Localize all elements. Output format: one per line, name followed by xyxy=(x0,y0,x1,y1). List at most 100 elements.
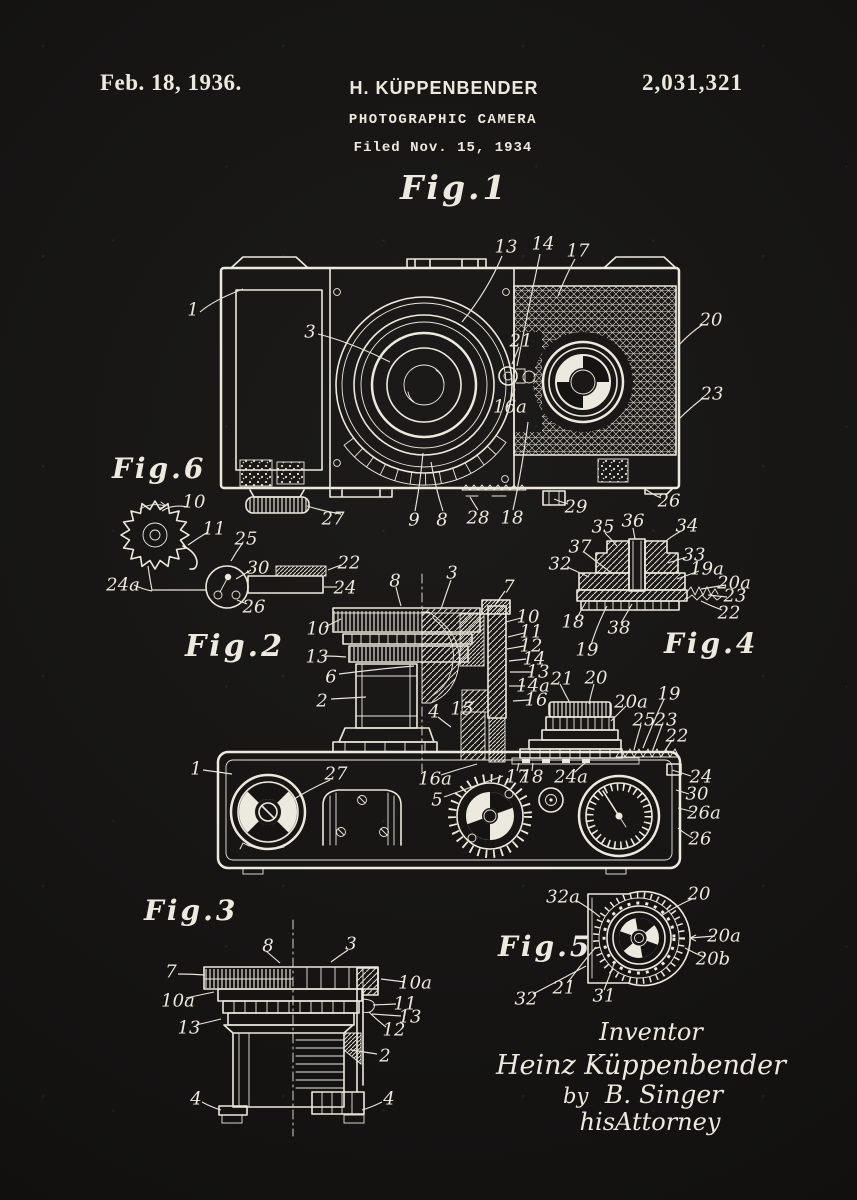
part-label-fig3-13: 13 xyxy=(398,1006,422,1028)
part-label-fig3-10a: 10a xyxy=(398,972,432,994)
part-label-fig3-7: 7 xyxy=(165,961,177,983)
part-label-fig1-21: 21 xyxy=(509,330,533,352)
fig1-drawing xyxy=(199,253,704,515)
part-label-fig3-13: 13 xyxy=(177,1017,201,1039)
part-label-fig2-7: 7 xyxy=(503,576,515,598)
part-label-fig4-37: 37 xyxy=(568,536,592,558)
camera-top-view xyxy=(216,750,682,875)
part-label-fig2-17: 17 xyxy=(505,766,529,788)
part-label-fig3-12: 12 xyxy=(382,1019,406,1041)
part-label-fig2-6: 6 xyxy=(325,666,337,688)
part-label-fig2-25: 25 xyxy=(632,709,656,731)
part-label-fig1-8: 8 xyxy=(436,509,448,531)
part-label-fig1-23: 23 xyxy=(700,383,724,405)
part-label-fig2-26a: 26a xyxy=(687,802,721,824)
part-label-fig1-17: 17 xyxy=(566,240,590,262)
part-label-fig1-28: 28 xyxy=(466,507,490,529)
patent-number: 2,031,321 xyxy=(642,70,743,95)
fig1-caption: Fig.1 xyxy=(400,168,509,207)
part-label-fig1-14: 14 xyxy=(531,233,555,255)
part-label-fig1-27: 27 xyxy=(321,508,345,530)
part-label-fig6-22: 22 xyxy=(337,552,361,574)
part-label-fig2-15: 15 xyxy=(450,698,474,720)
part-label-fig2-10: 10 xyxy=(306,618,330,640)
part-label-fig2-13: 13 xyxy=(305,646,329,668)
part-label-fig5-32: 32 xyxy=(514,988,538,1010)
part-label-fig4-33: 33 xyxy=(682,544,706,566)
part-label-fig5-21: 21 xyxy=(552,977,576,999)
patent-title: PHOTOGRAPHIC CAMERA xyxy=(348,112,538,128)
part-label-fig6-30: 30 xyxy=(246,557,270,579)
part-label-fig4-23: 23 xyxy=(723,585,747,607)
part-label-fig2-3: 3 xyxy=(446,562,458,584)
part-label-fig2-24: 24 xyxy=(689,766,713,788)
part-label-fig1-29: 29 xyxy=(564,496,588,518)
part-label-fig6-25: 25 xyxy=(234,528,258,550)
part-label-fig2-16a: 16a xyxy=(418,768,452,790)
part-label-fig2-27: 27 xyxy=(324,763,348,785)
part-label-fig2-14a: 14a xyxy=(516,675,550,697)
part-label-fig5-20a: 20a xyxy=(707,925,741,947)
fig3-caption: Fig.3 xyxy=(144,894,239,927)
part-label-fig2-8: 8 xyxy=(389,570,401,592)
part-label-fig4-19a: 19a xyxy=(690,558,724,580)
part-label-fig3-8: 8 xyxy=(262,935,274,957)
inventor-heading: H. KÜPPENBENDER xyxy=(349,78,539,98)
part-label-fig2-21: 21 xyxy=(550,668,574,690)
part-label-fig1-3: 3 xyxy=(304,321,316,343)
part-label-fig2-30: 30 xyxy=(685,783,709,805)
part-label-fig2-18: 18 xyxy=(520,766,544,788)
part-label-fig1-1: 1 xyxy=(187,299,199,321)
part-label-fig2-20a: 20a xyxy=(614,691,648,713)
part-label-fig2-14: 14 xyxy=(522,648,546,670)
fig4-caption: Fig.4 xyxy=(664,627,759,660)
signature-role: Inventor xyxy=(599,1018,703,1046)
part-label-fig1-20: 20 xyxy=(699,309,723,331)
part-label-fig6-10: 10 xyxy=(182,491,206,513)
part-label-fig4-20a: 20a xyxy=(717,572,751,594)
part-label-fig3-3: 3 xyxy=(345,933,357,955)
fig2-drawing xyxy=(202,573,695,839)
part-label-fig1-13: 13 xyxy=(494,236,518,258)
part-label-fig6-24: 24 xyxy=(333,577,357,599)
part-label-fig5-31: 31 xyxy=(592,985,616,1007)
part-label-fig2-2: 2 xyxy=(316,690,328,712)
part-label-fig4-22: 22 xyxy=(717,602,741,624)
part-label-fig3-11: 11 xyxy=(393,993,417,1015)
fig6-drawing xyxy=(120,500,342,609)
part-label-fig1-26: 26 xyxy=(657,490,681,512)
attorney-signature: B. Singer xyxy=(604,1080,724,1109)
part-label-fig3-4: 4 xyxy=(383,1088,395,1110)
part-label-fig1-18: 18 xyxy=(500,507,524,529)
part-label-fig2-4: 4 xyxy=(428,701,440,723)
part-label-fig2-26: 26 xyxy=(688,828,712,850)
part-label-fig3-4: 4 xyxy=(190,1088,202,1110)
part-label-fig6-24a: 24a xyxy=(106,574,140,596)
part-label-fig2-10: 10 xyxy=(516,606,540,628)
part-label-fig5-20b: 20b xyxy=(695,948,731,970)
part-label-fig2-12: 12 xyxy=(519,635,543,657)
attorney-role: hisAttorney xyxy=(579,1108,721,1136)
part-label-fig1-16a: 16a xyxy=(493,396,527,418)
part-label-fig2-20: 20 xyxy=(584,667,608,689)
inventor-signature: Heinz Küppenbender xyxy=(495,1050,787,1081)
part-label-fig3-10a: 10a xyxy=(161,990,195,1012)
part-label-fig2-13: 13 xyxy=(526,661,550,683)
filed-date: Filed Nov. 15, 1934 xyxy=(353,140,533,156)
fig5-drawing xyxy=(532,890,716,995)
part-label-fig6-26: 26 xyxy=(242,596,266,618)
part-label-fig4-18: 18 xyxy=(561,611,585,633)
part-label-fig5-32a: 32a xyxy=(546,886,580,908)
fig3-drawing xyxy=(177,919,406,1137)
fig4-drawing xyxy=(566,527,728,646)
part-label-fig5-20: 20 xyxy=(687,883,711,905)
part-label-fig2-24a: 24a xyxy=(554,766,588,788)
part-label-fig2-16: 16 xyxy=(524,689,548,711)
part-label-fig1-9: 9 xyxy=(408,509,420,531)
part-label-fig2-5: 5 xyxy=(431,789,443,811)
part-label-fig2-23: 23 xyxy=(654,709,678,731)
part-label-fig2-1: 1 xyxy=(190,758,202,780)
fig5-caption: Fig.5 xyxy=(498,930,593,963)
